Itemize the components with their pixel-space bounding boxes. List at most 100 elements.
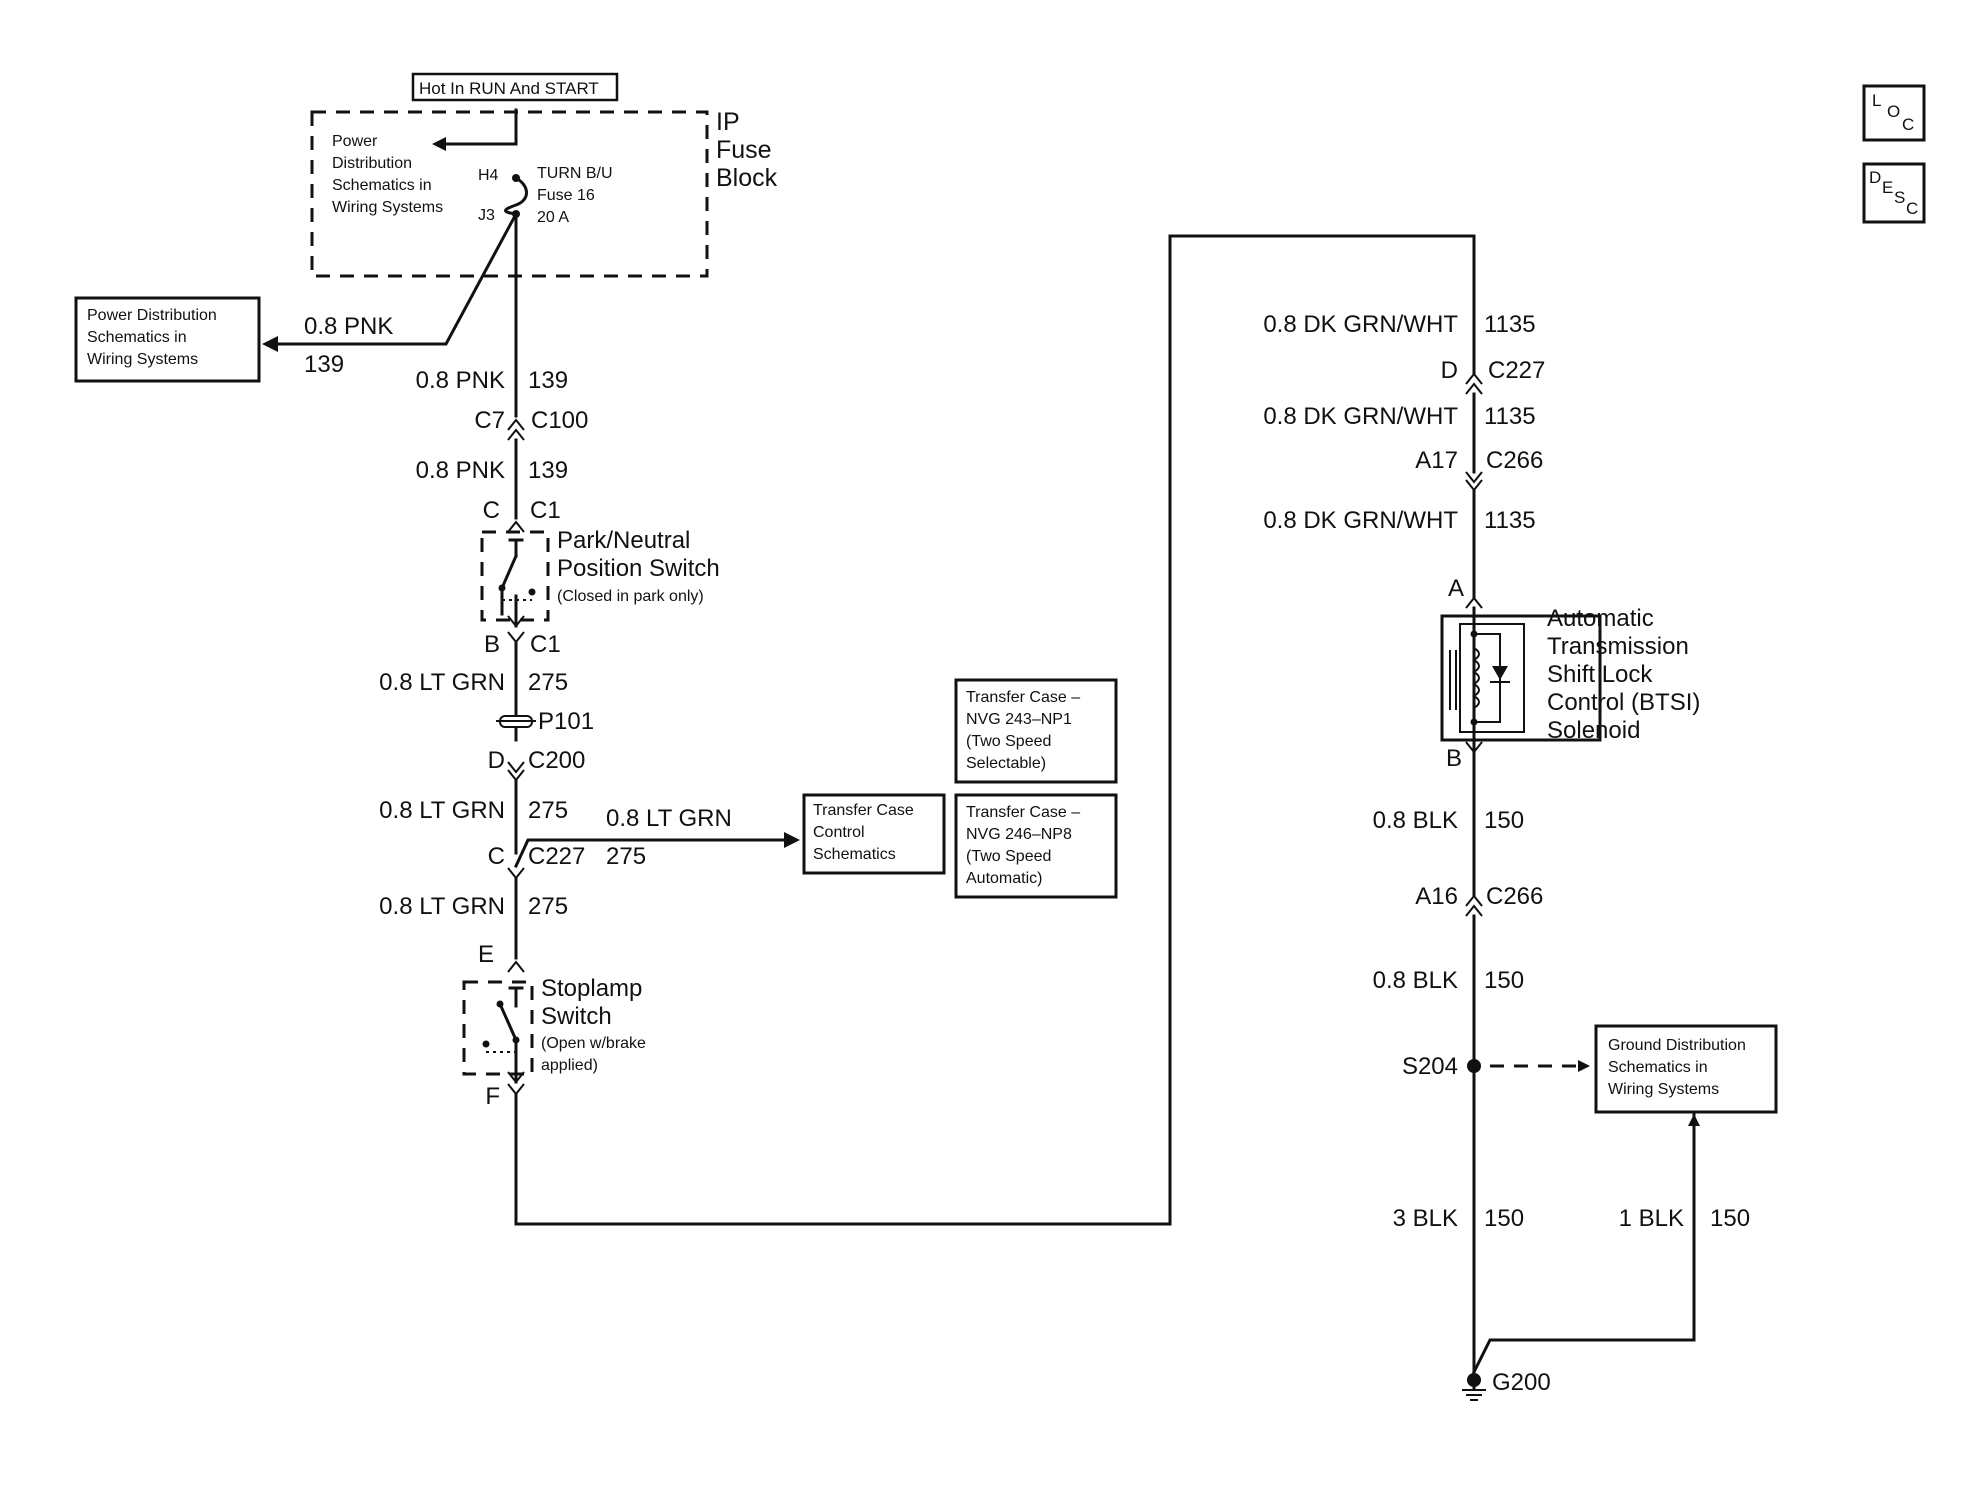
fuse-label-3: 20 A	[537, 209, 569, 226]
transfer-np8-box	[954, 793, 1118, 899]
splice-s204	[1467, 1059, 1481, 1073]
power-dist-arrowhead	[262, 336, 278, 352]
transfer-np1-3: (Two Speed	[966, 733, 1051, 750]
power-dist-wire-label: 0.8 PNK	[304, 313, 393, 340]
fuse-power-ref-3: Schematics in	[332, 177, 432, 194]
power-dist-wire	[270, 211, 519, 346]
r4-circuit: 150	[1484, 807, 1524, 834]
fuse-power-ref-2: Distribution	[332, 155, 412, 172]
fuse-block-title-3: Block	[716, 164, 778, 192]
r6-circuit: 150	[1484, 1205, 1524, 1232]
c200-pin: D	[488, 747, 505, 774]
pn-conn-top: C1	[530, 497, 561, 524]
c266-pin: A17	[1415, 447, 1458, 474]
c100-pin: C7	[474, 407, 505, 434]
r5-circuit: 150	[1484, 967, 1524, 994]
fuse-block-title-2: Fuse	[716, 136, 772, 164]
sol-pin-top: A	[1448, 575, 1464, 602]
r6-wire: 3 BLK	[1393, 1205, 1458, 1232]
connector-c266b	[1465, 894, 1483, 917]
solenoid-name-2: Transmission	[1547, 633, 1689, 660]
c266-name: C266	[1486, 447, 1543, 474]
power-distribution-box	[74, 296, 261, 383]
ground-ref-3: Wiring Systems	[1608, 1081, 1719, 1098]
fuse-power-ref-4: Wiring Systems	[332, 199, 443, 216]
ground-ref-2: Schematics in	[1608, 1059, 1708, 1076]
w5-wire: 0.8 LT GRN	[379, 893, 505, 920]
fuse-power-ref-1: Power	[332, 133, 378, 150]
stop-pin-top: E	[478, 941, 494, 968]
r2-circuit: 1135	[1484, 403, 1536, 430]
pn-connector-top	[507, 520, 525, 533]
svg-text:C: C	[1906, 199, 1918, 218]
w1-circuit: 139	[528, 367, 568, 394]
svg-text:E: E	[1882, 178, 1893, 197]
ground-name: G200	[1492, 1369, 1551, 1396]
w4-circuit: 275	[528, 797, 568, 824]
pn-pin-bottom: B	[484, 631, 500, 658]
branch-wire	[514, 838, 792, 868]
fuse-block-title-1: IP	[716, 108, 740, 136]
transfer-np1-box	[954, 678, 1118, 784]
stop-switch-note-1: (Open w/brake	[541, 1035, 646, 1052]
svg-text:C: C	[1902, 115, 1914, 134]
pn-switch-name-1: Park/Neutral	[557, 527, 690, 554]
connector-c266	[1465, 471, 1483, 492]
transfer-np8-4: Automatic)	[966, 870, 1042, 887]
transfer-np8-1: Transfer Case –	[966, 804, 1080, 821]
solenoid-name-4: Control (BTSI)	[1547, 689, 1700, 716]
branch-arrowhead	[784, 832, 800, 848]
fuse-symbol	[504, 175, 528, 216]
wire-loop	[514, 234, 1476, 1226]
r7-circuit: 150	[1710, 1205, 1750, 1232]
pn-switch-blade	[500, 554, 518, 590]
svg-text:S: S	[1894, 188, 1905, 207]
solenoid-name-5: Solenoid	[1547, 717, 1640, 744]
fuse-block-outline	[310, 110, 709, 278]
pn-switch-note: (Closed in park only)	[557, 588, 704, 605]
w2-wire: 0.8 PNK	[416, 457, 505, 484]
w1-wire: 0.8 PNK	[416, 367, 505, 394]
ground-ref-1: Ground Distribution	[1608, 1037, 1746, 1054]
pn-switch-name-2: Position Switch	[557, 555, 720, 582]
transfer-control-2: Control	[813, 824, 865, 841]
r3-circuit: 1135	[1484, 507, 1536, 534]
solenoid-inner	[1459, 623, 1525, 733]
r5-wire: 0.8 BLK	[1373, 967, 1458, 994]
power-dist-text-2: Schematics in	[87, 329, 187, 346]
hot-label-box	[411, 72, 619, 102]
transfer-np8-2: NVG 246–NP8	[966, 826, 1072, 843]
ground-point	[1467, 1373, 1481, 1387]
fuse-pin-h4: H4	[478, 167, 499, 184]
splice-name: S204	[1402, 1053, 1458, 1080]
power-dist-circuit-label: 139	[304, 351, 344, 378]
c227-name-left: C227	[528, 843, 585, 870]
c100-name: C100	[531, 407, 588, 434]
r3-wire: 0.8 DK GRN/WHT	[1263, 507, 1458, 534]
w4-wire: 0.8 LT GRN	[379, 797, 505, 824]
solenoid-name-1: Automatic	[1547, 605, 1654, 632]
sol-pin-bottom: B	[1446, 745, 1462, 772]
ground-return-wire	[1471, 1112, 1696, 1375]
r1-circuit: 1135	[1484, 311, 1536, 338]
loc-icon[interactable]: L O C	[1862, 84, 1926, 142]
power-dist-text-1: Power Distribution	[87, 307, 217, 324]
c227-pin-right: D	[1441, 357, 1458, 384]
svg-text:O: O	[1887, 102, 1900, 121]
hot-label: Hot In RUN And START	[419, 79, 599, 98]
fuse-label-1: TURN B/U	[537, 165, 613, 182]
transfer-np1-2: NVG 243–NP1	[966, 711, 1072, 728]
transfer-control-3: Schematics	[813, 846, 896, 863]
connector-c227-right	[1465, 372, 1483, 395]
transfer-np1-1: Transfer Case –	[966, 689, 1080, 706]
stop-switch-name-2: Switch	[541, 1003, 612, 1030]
branch-wire-label: 0.8 LT GRN	[606, 805, 732, 832]
power-dist-text-3: Wiring Systems	[87, 351, 198, 368]
power-ref-arrow	[434, 108, 518, 146]
c266b-name: C266	[1486, 883, 1543, 910]
stop-switch-blade	[498, 1002, 518, 1042]
desc-icon[interactable]: D E S C	[1862, 162, 1926, 224]
pn-conn-bottom: C1	[530, 631, 561, 658]
p101-name: P101	[538, 708, 594, 735]
